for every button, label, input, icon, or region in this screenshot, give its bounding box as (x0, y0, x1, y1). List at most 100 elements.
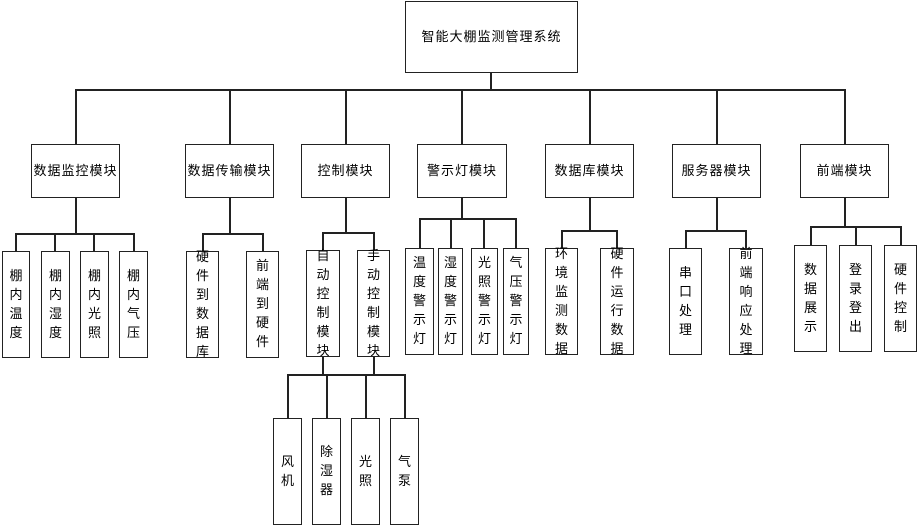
connector (419, 218, 516, 220)
connector (373, 232, 375, 250)
module-server: 服务器模块 (672, 144, 761, 198)
connector (716, 89, 718, 144)
connector (589, 197, 591, 231)
connector (461, 89, 463, 144)
submodule-node: 登录登出 (839, 245, 872, 352)
actuator-label: 气泵 (397, 454, 411, 489)
connector (685, 230, 746, 232)
actuator-node: 光照 (351, 418, 380, 525)
connector (75, 89, 77, 144)
connector (229, 89, 231, 144)
connector (322, 232, 374, 234)
connector (93, 233, 95, 251)
module-label: 数据库模块 (554, 163, 625, 179)
connector (419, 218, 421, 248)
connector (133, 233, 135, 251)
submodule-label: 湿度警示灯 (443, 256, 457, 347)
connector (685, 230, 687, 248)
connector (202, 233, 263, 235)
submodule-label: 棚内湿度 (48, 268, 62, 341)
root-label: 智能大棚监测管理系统 (421, 29, 562, 45)
connector (365, 374, 367, 418)
submodule-node: 温度警示灯 (405, 248, 434, 355)
module-data-monitor: 数据监控模块 (31, 144, 120, 198)
connector (561, 230, 563, 248)
submodule-label: 光照警示灯 (477, 256, 491, 347)
module-frontend: 前端模块 (800, 144, 889, 198)
connector (855, 226, 857, 245)
connector (515, 218, 517, 248)
submodule-node: 硬件到数据库 (186, 250, 219, 360)
submodule-node: 硬件控制 (884, 245, 917, 352)
connector (75, 197, 77, 234)
submodule-label: 自动控制模块 (316, 248, 330, 359)
submodule-label: 温度警示灯 (412, 256, 426, 347)
actuator-node: 气泵 (390, 418, 419, 525)
actuator-node: 除湿器 (312, 418, 341, 525)
connector (616, 230, 618, 248)
connector (262, 233, 264, 251)
connector (345, 89, 347, 144)
connector (322, 232, 324, 250)
submodule-label: 棚内光照 (87, 268, 101, 341)
actuator-label: 风机 (280, 454, 294, 489)
submodule-node: 棚内湿度 (41, 251, 70, 358)
connector (589, 89, 591, 144)
connector (229, 197, 231, 234)
submodule-label: 前端响应处理 (739, 246, 753, 357)
connector (716, 197, 718, 231)
submodule-label: 硬件控制 (893, 262, 907, 335)
submodule-node: 前端响应处理 (729, 247, 763, 357)
connector (900, 226, 902, 245)
actuator-label: 除湿器 (319, 445, 333, 498)
submodule-node: 棚内光照 (80, 251, 109, 358)
module-label: 警示灯模块 (426, 163, 497, 179)
submodule-label: 环境监测数据 (554, 246, 568, 357)
actuator-node: 风机 (273, 418, 302, 525)
submodule-node: 前端到硬件 (246, 251, 279, 358)
root-node: 智能大棚监测管理系统 (405, 1, 578, 73)
module-label: 数据传输模块 (187, 163, 272, 179)
submodule-node: 串口处理 (669, 248, 702, 355)
module-control: 控制模块 (301, 144, 390, 198)
submodule-label: 数据展示 (803, 262, 817, 335)
connector (490, 72, 492, 90)
submodule-label: 登录登出 (848, 262, 862, 335)
connector (844, 89, 846, 144)
module-label: 前端模块 (816, 163, 873, 179)
submodule-node: 光照警示灯 (471, 248, 498, 355)
connector (404, 374, 406, 418)
module-label: 数据监控模块 (33, 163, 118, 179)
module-database: 数据库模块 (545, 144, 634, 198)
submodule-label: 棚内气压 (126, 268, 140, 341)
submodule-label: 棚内温度 (9, 268, 23, 341)
submodule-node: 气压警示灯 (503, 248, 529, 355)
module-label: 服务器模块 (681, 163, 752, 179)
submodule-label: 前端到硬件 (255, 259, 269, 350)
connector (202, 233, 204, 251)
submodule-node: 湿度警示灯 (438, 248, 463, 355)
connector (287, 374, 289, 418)
submodule-label: 串口处理 (678, 265, 692, 338)
connector (287, 374, 405, 376)
connector (15, 233, 17, 251)
actuator-label: 光照 (358, 454, 372, 489)
submodule-label: 手动控制模块 (366, 248, 380, 359)
connector (322, 356, 324, 374)
connector (345, 197, 347, 233)
submodule-node: 棚内气压 (119, 251, 148, 358)
connector (15, 233, 134, 235)
module-data-transfer: 数据传输模块 (185, 144, 274, 198)
submodule-label: 硬件运行数据 (610, 246, 624, 357)
connector (326, 374, 328, 418)
submodule-node: 棚内温度 (2, 251, 30, 358)
submodule-node: 硬件运行数据 (600, 247, 634, 357)
submodule-node: 环境监测数据 (545, 247, 578, 357)
submodule-node: 手动控制模块 (357, 249, 390, 359)
module-label: 控制模块 (317, 163, 374, 179)
connector (75, 89, 845, 91)
connector (745, 230, 747, 248)
submodule-node: 数据展示 (794, 245, 827, 352)
connector (461, 197, 463, 219)
